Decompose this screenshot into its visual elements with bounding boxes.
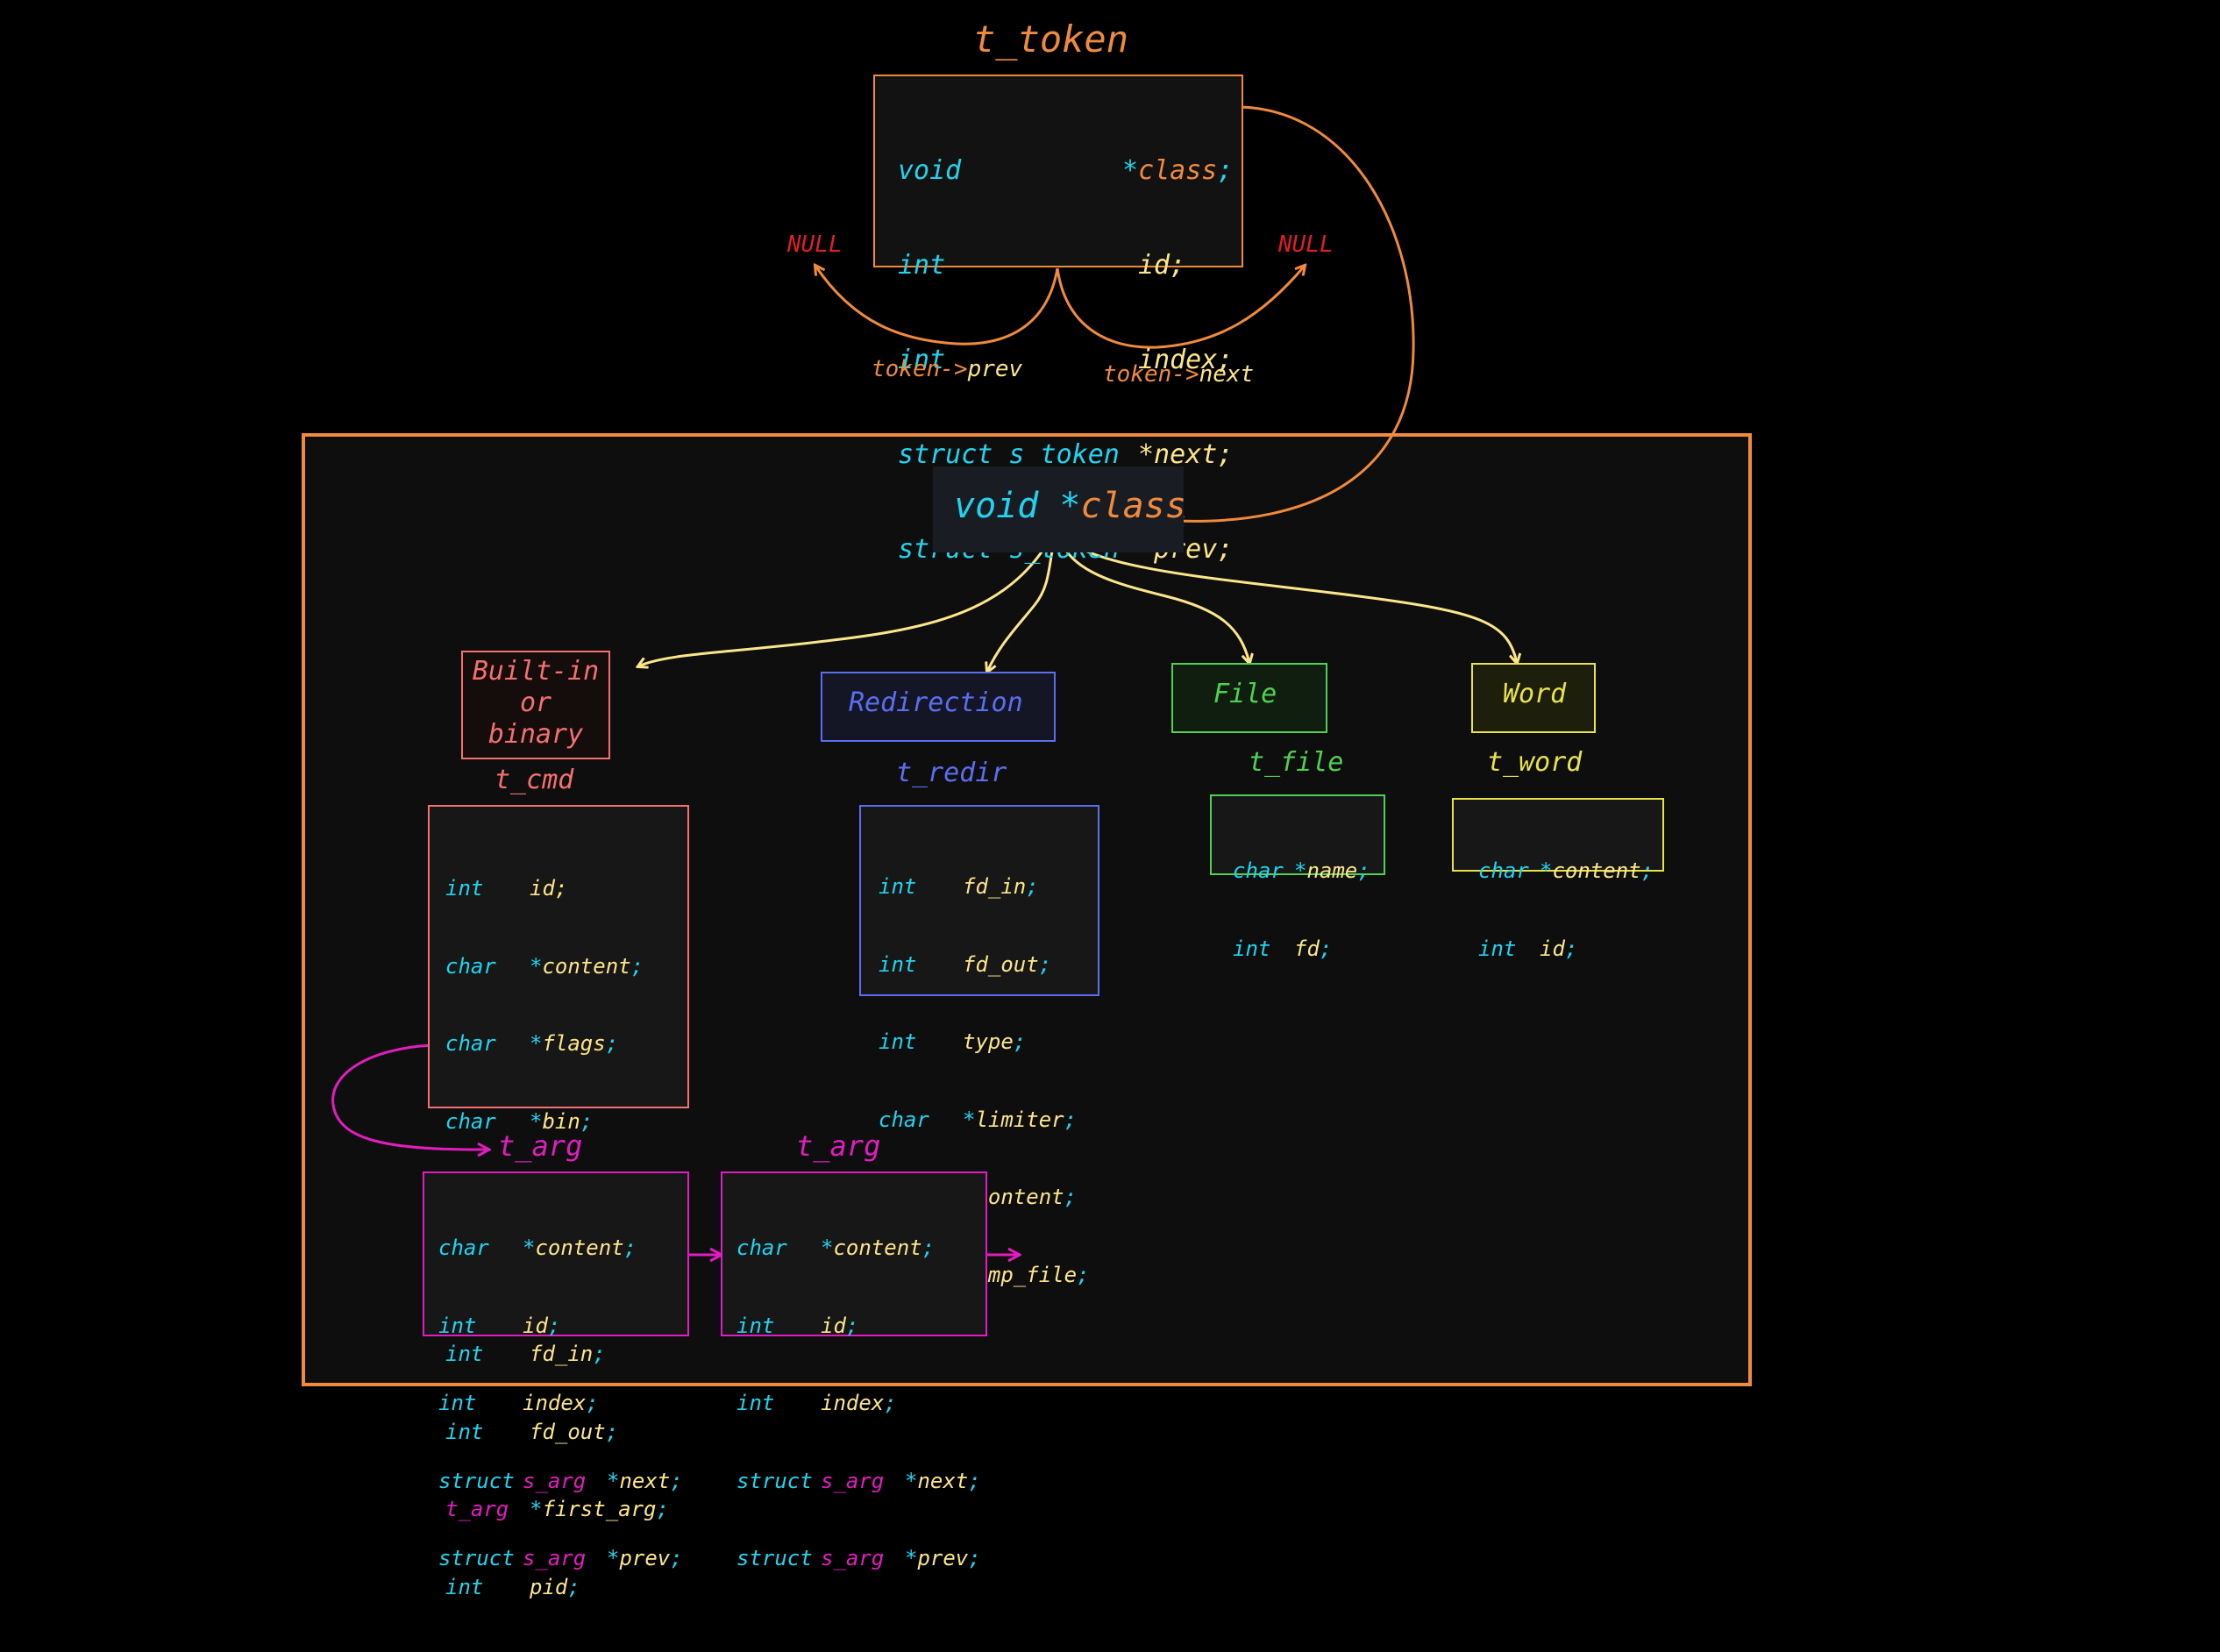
first-arg-arrow <box>331 1043 488 1150</box>
file-category-box: File <box>1171 663 1327 733</box>
token-prev-label: token->prev <box>872 356 1023 382</box>
t-arg1-field-0: char*content; <box>438 1235 637 1260</box>
word-category-box: Word <box>1471 663 1596 733</box>
t-arg-title-1: t_arg <box>498 1129 583 1163</box>
t-file-title: t_file <box>1249 747 1344 778</box>
t-word-title: t_word <box>1487 747 1583 778</box>
null-prev-label: NULL <box>787 231 843 258</box>
t-cmd-field-1: char*content; <box>445 953 644 979</box>
token-next-label: token->next <box>1103 361 1255 388</box>
token-title: t_token <box>973 18 1129 61</box>
file-label: File <box>1213 679 1277 709</box>
t-file-field-0: char*name; <box>1233 858 1370 883</box>
t-arg-title-2: t_arg <box>796 1129 881 1163</box>
t-cmd-field-2: char*flags; <box>445 1031 619 1056</box>
redirection-category-box: Redirection <box>821 672 1056 742</box>
builtin-line3: binary <box>487 719 584 750</box>
t-cmd-title: t_cmd <box>495 765 574 795</box>
token-field-3: struct s_token*next; <box>898 439 1234 470</box>
t-arg2-field-0: char*content; <box>736 1235 936 1260</box>
word-label: Word <box>1503 679 1567 709</box>
null-next-label: NULL <box>1278 231 1334 258</box>
builtin-line1: Built-in <box>472 656 600 687</box>
token-field-0: void*class; <box>898 155 1234 186</box>
prev-arrow <box>815 266 1059 345</box>
void-class-label: void *class <box>954 486 1186 526</box>
t-redir-title: t_redir <box>896 758 1007 788</box>
next-arrow <box>1056 266 1305 349</box>
redirection-label: Redirection <box>849 687 1023 718</box>
t-word-field-0: char*content; <box>1478 858 1654 883</box>
void-class-node: void *class <box>933 466 1186 552</box>
t-cmd-field-3: char*bin; <box>445 1108 594 1134</box>
builtin-line2: or <box>519 687 552 718</box>
t-redir-field-3: char*limiter; <box>879 1107 1078 1132</box>
arrow-to-redirection <box>987 525 1059 672</box>
class-arrow <box>1175 105 1415 521</box>
arrow-to-word <box>1056 525 1517 663</box>
arrow-to-file <box>1056 525 1249 663</box>
builtin-category-box: Built-in or binary <box>461 651 610 759</box>
arrow-to-builtin <box>638 525 1059 666</box>
